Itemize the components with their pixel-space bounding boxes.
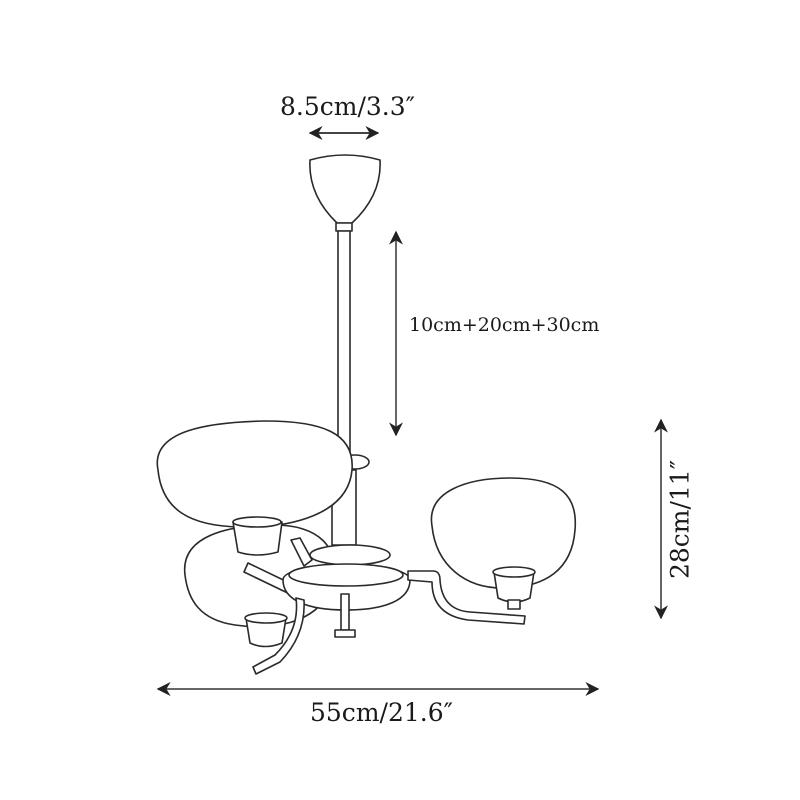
globe-right [430,477,577,589]
canopy-width-label: 8.5cm/3.3″ [280,92,415,121]
shade-height-label: 28cm/11″ [665,459,695,580]
suspension-rod [337,230,351,472]
canopy-collar [335,222,353,232]
hub-top [309,544,391,566]
bottom-finial [340,593,350,631]
cup-rim [232,516,282,528]
cup-rim [244,612,288,624]
globe-upper-left [156,420,353,528]
overall-width-label: 55cm/21.6″ [310,698,453,727]
arm-lower-left [252,597,305,675]
rod-length-label: 10cm+20cm+30cm [409,314,600,336]
arm-right [407,570,526,625]
finial-cap [334,629,356,638]
cup-tip [507,599,521,610]
ceiling-canopy [309,154,381,224]
arm-left-bend [290,537,313,567]
cup-rim [492,566,536,578]
hub-rim [288,563,404,587]
